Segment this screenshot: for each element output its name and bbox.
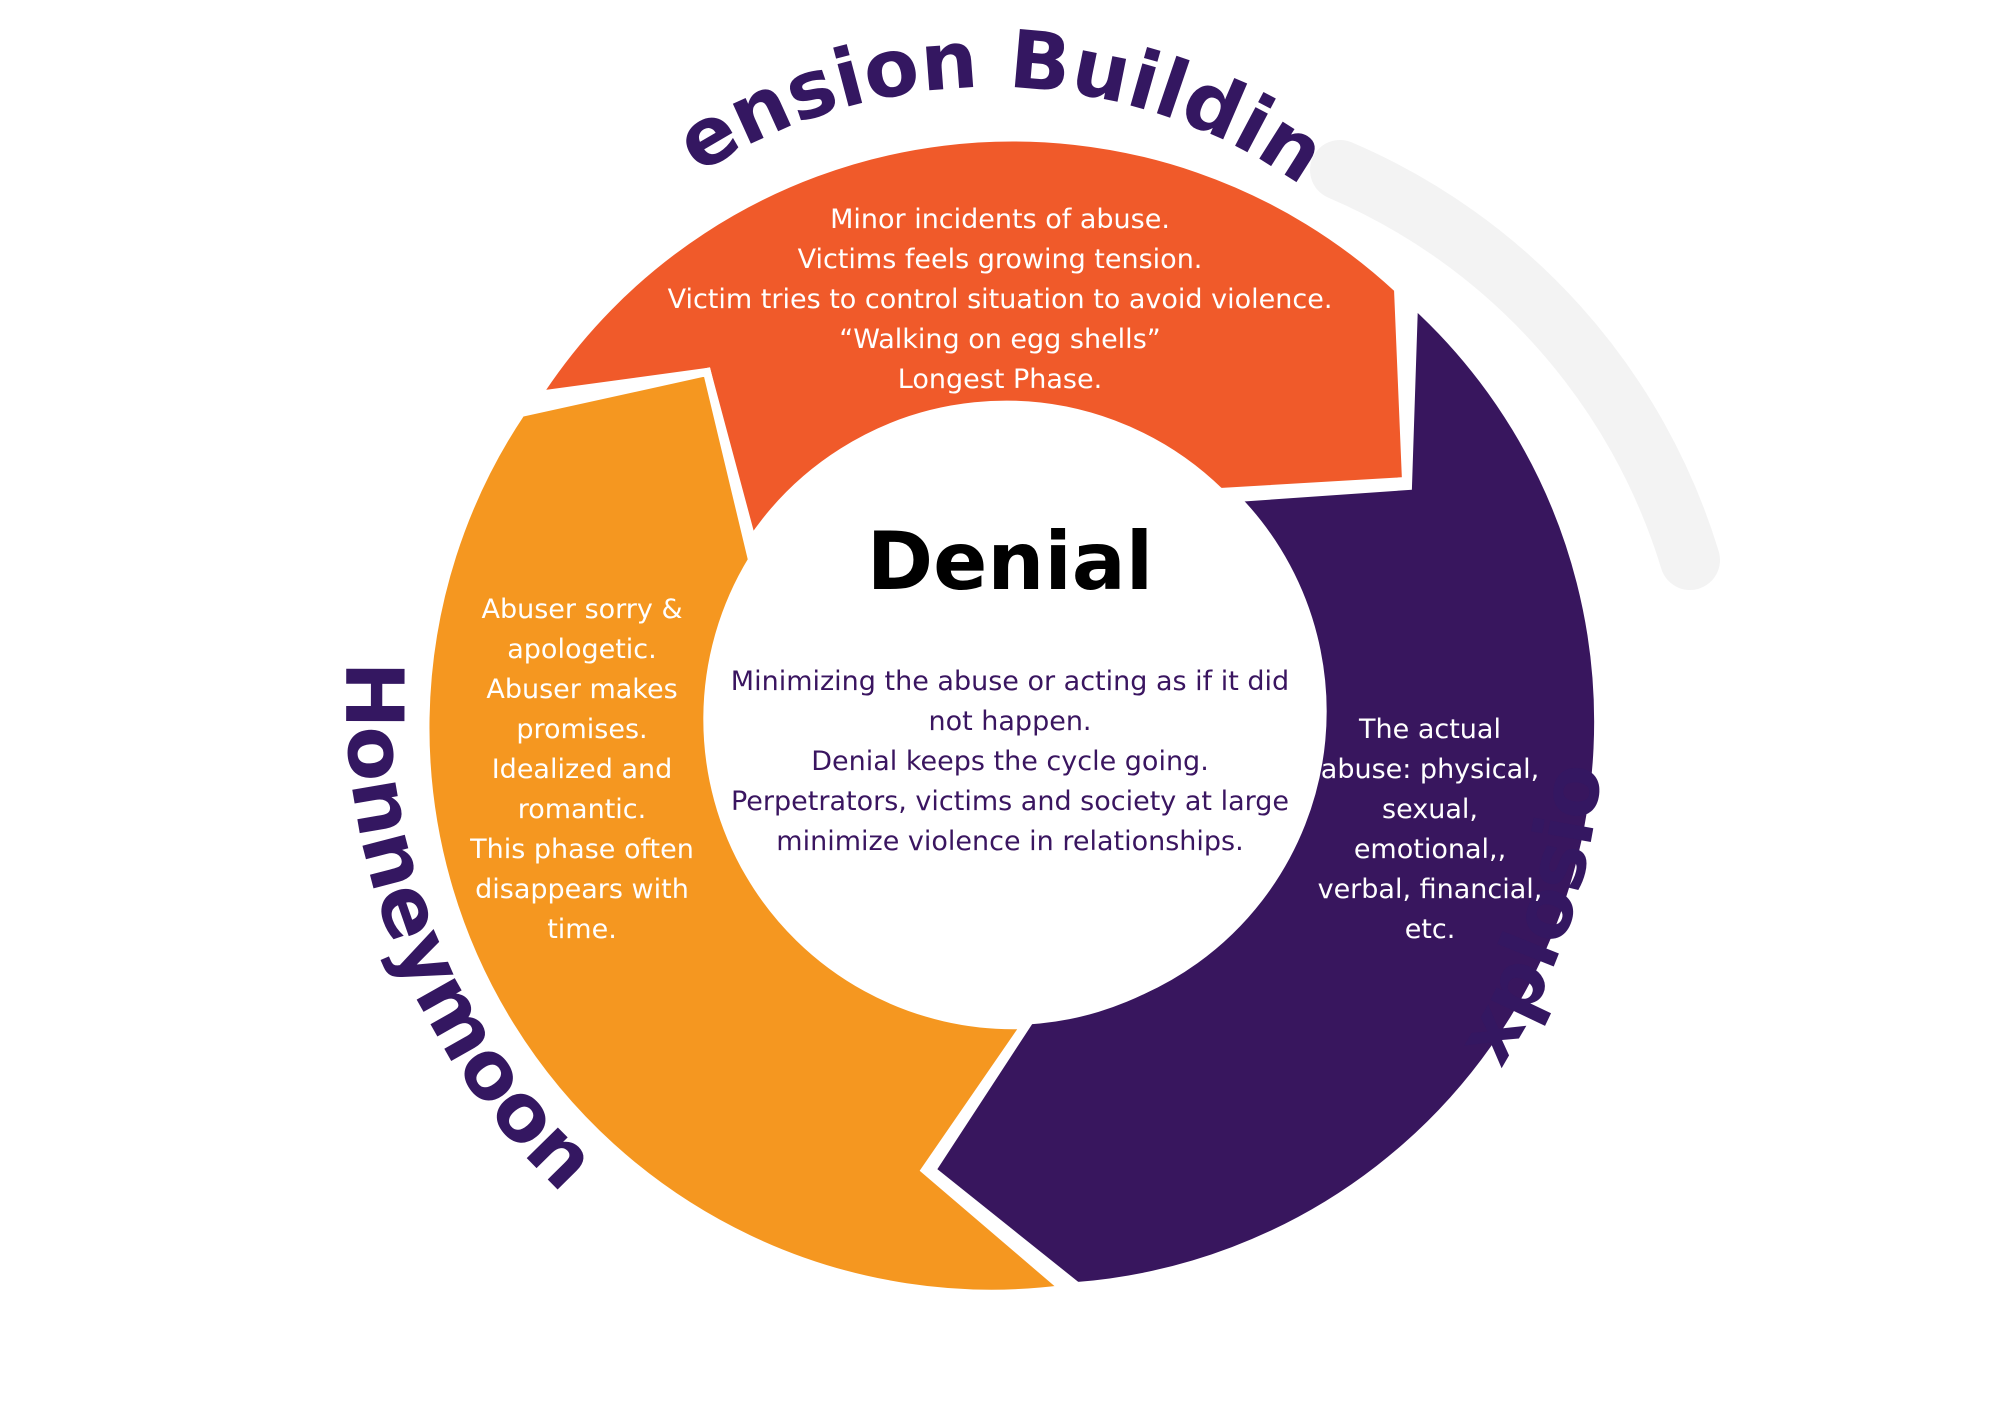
honeymoon-line: apologetic.	[507, 634, 657, 665]
honeymoon-line: time.	[547, 914, 617, 945]
background-shadow-arc	[1310, 140, 1720, 590]
center-line: Minimizing the abuse or acting as if it …	[730, 666, 1290, 697]
tension-line: Longest Phase.	[897, 364, 1103, 395]
honeymoon-line: romantic.	[517, 794, 647, 825]
tension-building-description: Minor incidents of abuse. Victims feels …	[600, 200, 1400, 400]
center-circle	[705, 415, 1315, 1025]
explosion-line: verbal, financial,	[1317, 874, 1543, 905]
tension-building-segment	[529, 133, 1411, 550]
center-title: Denial	[866, 515, 1154, 608]
honeymoon-line: promises.	[516, 714, 648, 745]
honeymoon-line: Abuser makes	[486, 674, 678, 705]
tension-line: Victims feels growing tension.	[797, 244, 1203, 275]
honeymoon-line: This phase often	[470, 834, 694, 865]
explosion-line: The actual	[1359, 714, 1501, 745]
explosion-line: abuse: physical,	[1320, 754, 1540, 785]
tension-line: Minor incidents of abuse.	[830, 204, 1170, 235]
explosion-line: emotional,,	[1353, 834, 1507, 865]
honeymoon-description: Abuser sorry & apologetic. Abuser makes …	[432, 590, 732, 950]
center-description: Minimizing the abuse or acting as if it …	[700, 662, 1320, 862]
explosion-line: etc.	[1404, 914, 1456, 945]
tension-line: “Walking on egg shells”	[839, 324, 1161, 355]
center-line: not happen.	[928, 706, 1092, 737]
explosion-description: The actual abuse: physical, sexual, emot…	[1305, 710, 1555, 950]
explosion-line: sexual,	[1382, 794, 1478, 825]
honeymoon-line: Idealized and	[491, 754, 673, 785]
honeymoon-line: Abuser sorry &	[481, 594, 683, 625]
honeymoon-line: disappears with	[475, 874, 689, 905]
explosion-segment	[926, 295, 1603, 1291]
tension-line: Victim tries to control situation to avo…	[667, 284, 1333, 315]
center-line: Denial keeps the cycle going.	[811, 746, 1209, 777]
center-line: Perpetrators, victims and society at lar…	[730, 786, 1290, 817]
center-line: minimize violence in relationships.	[776, 826, 1244, 857]
